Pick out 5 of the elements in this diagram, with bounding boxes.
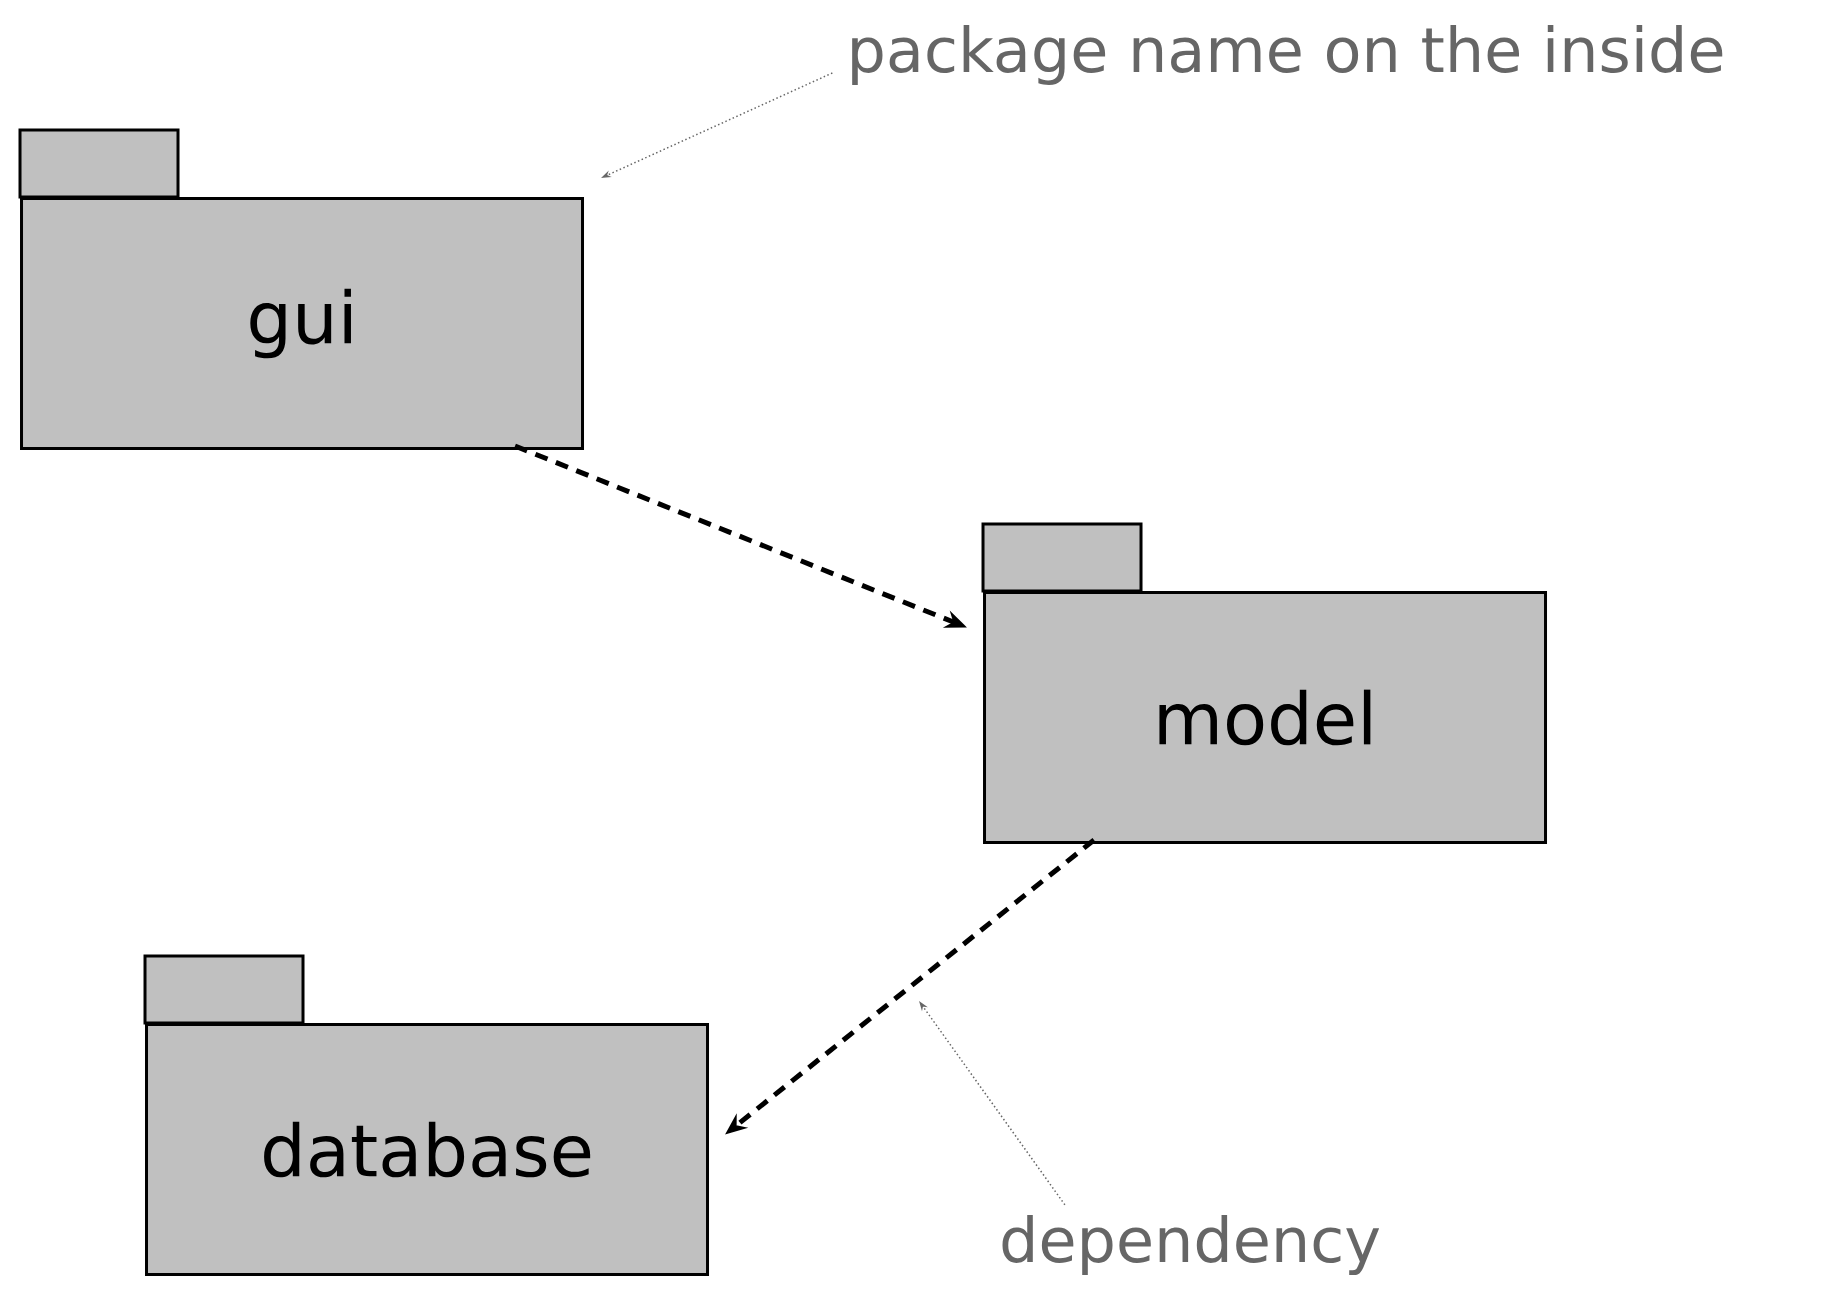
annotation-text: package name on the inside <box>852 25 1723 85</box>
annotation-text: dependency <box>1002 1215 1380 1275</box>
package-box: gui <box>18 128 584 450</box>
package-box: model <box>981 522 1547 844</box>
package-box: database <box>143 954 709 1276</box>
